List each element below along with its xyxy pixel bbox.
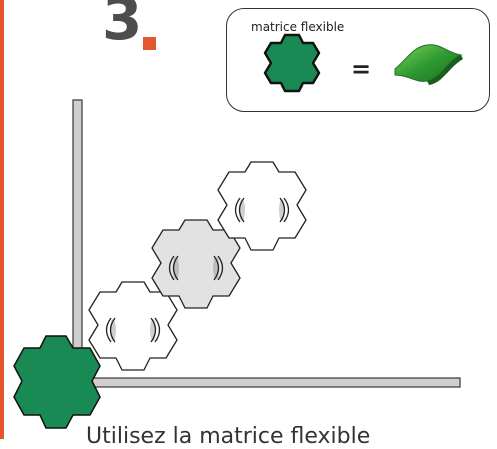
flexible-matrix-tile — [13, 335, 101, 429]
step-number: 3 — [102, 0, 143, 53]
flexible-matrix-hex-icon — [263, 33, 321, 93]
tile-1 — [88, 281, 178, 371]
equals-sign: = — [351, 55, 372, 83]
caption-text: Utilisez la matrice flexible — [86, 424, 371, 449]
left-accent-rule — [0, 0, 4, 439]
legend-box: matrice flexible = — [226, 8, 490, 112]
tile-diagram — [13, 99, 461, 429]
step-number-dot — [143, 37, 156, 50]
tile-3 — [217, 161, 307, 251]
horizontal-axis-bar — [81, 377, 461, 388]
vertical-axis-bar — [72, 99, 83, 376]
legend-graphics — [263, 33, 463, 93]
legend-label: matrice flexible — [251, 20, 345, 34]
